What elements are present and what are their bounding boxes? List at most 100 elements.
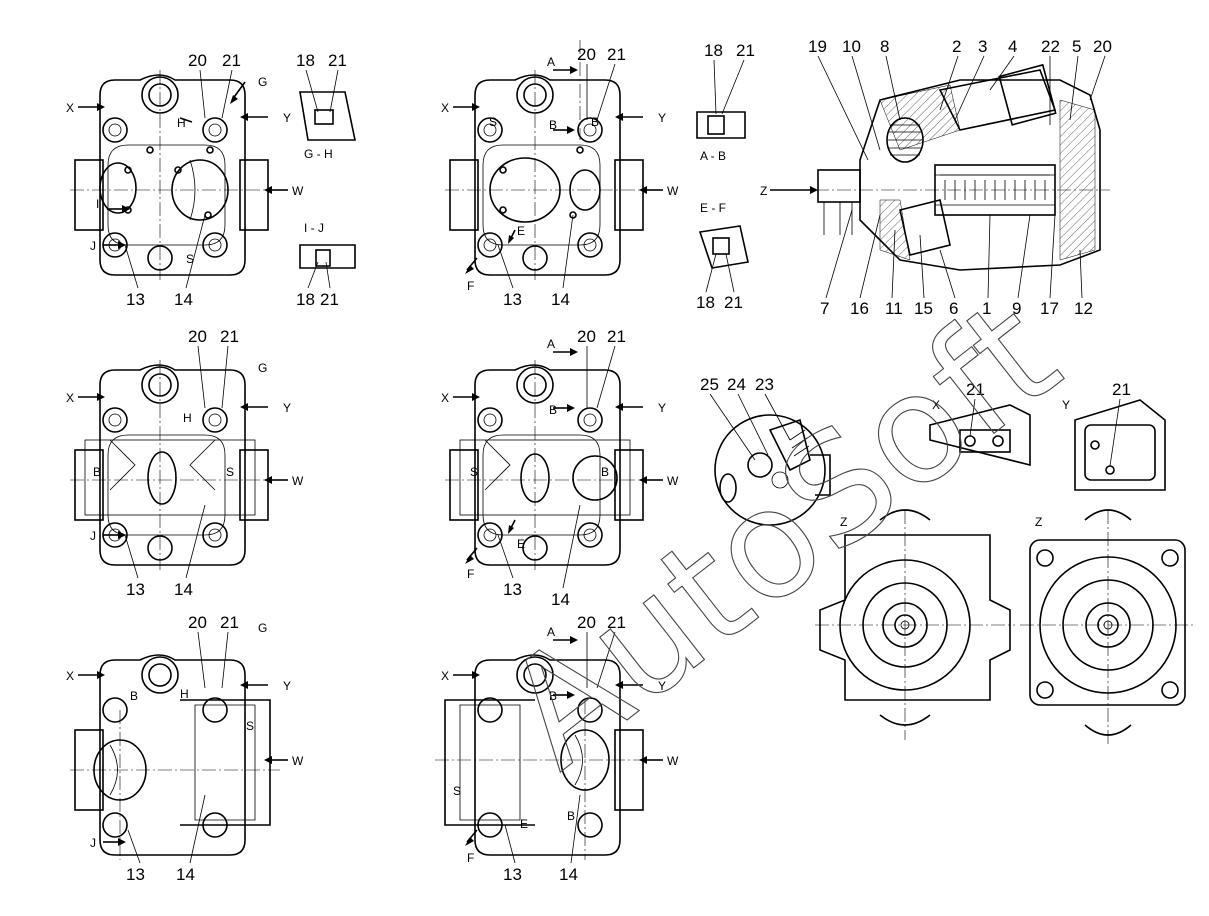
detail-valve-circle: 25 24 23 [700, 375, 831, 526]
detail-i-j: I - J 18 21 [296, 221, 356, 309]
detail-g-h: 18 21 G - H [296, 51, 356, 161]
callout-12: 12 [1074, 299, 1093, 318]
callout-13-a: 13 [126, 290, 145, 309]
callout-13-e: 13 [126, 865, 145, 884]
callout-18-d: 18 [696, 293, 715, 312]
label-e-7: E [520, 817, 528, 831]
label-b-4: B [549, 403, 557, 417]
callout-20-b: 20 [577, 45, 596, 64]
callout-2: 2 [952, 37, 961, 56]
callout-20-e: 20 [577, 327, 596, 346]
section-label-e-f: E - F [700, 201, 726, 215]
label-a-4: A [547, 337, 555, 351]
callout-10: 10 [842, 37, 861, 56]
callout-21-a: 21 [222, 51, 241, 70]
port-mark-s-1: S [186, 252, 194, 266]
callout-8: 8 [880, 37, 889, 56]
label-f-2: F [467, 279, 474, 293]
port-mark-s-3: S [226, 465, 234, 479]
callout-18-a: 18 [296, 51, 315, 70]
label-e-2: E [517, 224, 525, 238]
label-a-7: A [547, 625, 555, 639]
callout-21-c: 21 [320, 290, 339, 309]
view-top-left: X Y W G H I J S 20 21 13 14 [66, 51, 304, 309]
callout-13-b: 13 [503, 290, 522, 309]
callout-14-b: 14 [551, 290, 570, 309]
callout-14-e: 14 [176, 865, 195, 884]
label-b-7: B [549, 689, 557, 703]
callout-21-g: 21 [220, 327, 239, 346]
detail-a-b: 18 21 A - B [696, 41, 755, 163]
pump-cross-section: Z 19 10 8 2 3 4 22 5 20 [760, 37, 1112, 318]
label-x-2: X [441, 101, 449, 115]
port-mark-s-7: S [453, 784, 461, 798]
label-f-4: F [467, 567, 474, 581]
cross-section-callouts: 19 10 8 2 3 4 22 5 20 7 16 11 15 6 1 9 1… [808, 37, 1112, 318]
callout-24: 24 [727, 375, 746, 394]
label-x-6: X [66, 669, 74, 683]
label-x-1: X [66, 101, 74, 115]
callout-19: 19 [808, 37, 827, 56]
callout-3: 3 [978, 37, 987, 56]
callout-22: 22 [1041, 37, 1060, 56]
view-top-middle: X Y W A B E F S B 20 21 13 14 [441, 40, 679, 309]
callout-21-h: 21 [607, 327, 626, 346]
label-w-2: W [667, 184, 679, 198]
view-middle-left: X Y W G H J B S 20 21 13 14 [66, 327, 304, 599]
port-mark-b-7: B [567, 809, 575, 823]
label-z-2: Z [840, 515, 847, 529]
label-e-4: E [517, 537, 525, 551]
view-z-right: Z [1020, 509, 1195, 745]
label-z-1: Z [760, 184, 767, 198]
callout-21-k: 21 [220, 613, 239, 632]
callout-16: 16 [850, 299, 869, 318]
label-w-3: W [292, 474, 304, 488]
callout-23: 23 [755, 375, 774, 394]
callout-14-a: 14 [174, 290, 193, 309]
label-w-7: W [667, 754, 679, 768]
view-bottom-left: X Y W G H J B S 20 21 13 14 [66, 613, 304, 884]
label-g-3: G [258, 361, 267, 375]
callout-13-d: 13 [503, 580, 522, 599]
callout-18-b: 18 [296, 290, 315, 309]
callout-13-f: 13 [503, 865, 522, 884]
label-f-7: F [467, 851, 474, 865]
callout-20-g: 20 [577, 613, 596, 632]
section-label-a-b: A - B [700, 149, 726, 163]
port-mark-s-6: S [246, 719, 254, 733]
view-bottom-middle: X Y W A B E F S B 20 21 13 14 [435, 613, 679, 884]
callout-17: 17 [1040, 299, 1059, 318]
callout-20-d: 20 [188, 327, 207, 346]
callout-14-d: 14 [551, 590, 570, 609]
label-j-1: J [90, 239, 96, 253]
label-g-6: G [258, 621, 267, 635]
label-y-7: Y [658, 679, 666, 693]
label-x-5: X [932, 398, 940, 412]
callout-13-c: 13 [126, 580, 145, 599]
port-mark-b-2: B [591, 115, 599, 129]
label-w-4: W [667, 474, 679, 488]
view-z-left: Z [815, 509, 1015, 740]
view-x-detail: X 21 [929, 380, 1031, 467]
label-y-2: Y [658, 111, 666, 125]
view-middle-middle: X Y W A B E F S B 20 21 13 14 [441, 327, 679, 609]
label-y-5: Y [1062, 398, 1070, 412]
callout-6: 6 [949, 299, 958, 318]
callout-21-i: 21 [966, 380, 985, 399]
callout-21-d: 21 [607, 45, 626, 64]
label-y-4: Y [658, 401, 666, 415]
callout-20-f: 20 [188, 613, 207, 632]
label-x-7: X [441, 669, 449, 683]
callout-5: 5 [1072, 37, 1081, 56]
callout-15: 15 [914, 299, 933, 318]
label-y-3: Y [283, 401, 291, 415]
callout-7: 7 [820, 299, 829, 318]
section-label-i-j: I - J [304, 221, 324, 235]
view-y-detail: Y 21 [1062, 380, 1166, 491]
callout-9: 9 [1012, 299, 1021, 318]
watermark-text: AutoSoft [474, 267, 1089, 801]
callout-18-c: 18 [704, 41, 723, 60]
callout-21-f: 21 [724, 293, 743, 312]
label-j-3: J [90, 529, 96, 543]
